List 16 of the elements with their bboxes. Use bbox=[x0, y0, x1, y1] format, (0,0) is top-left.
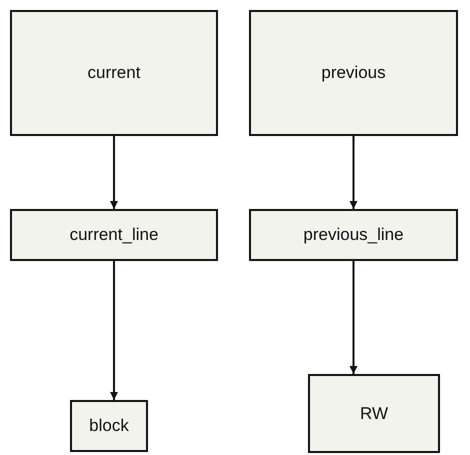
arrow bbox=[110, 136, 118, 209]
process-box bbox=[10, 10, 218, 136]
process-box bbox=[249, 209, 458, 261]
process-box bbox=[10, 209, 218, 261]
node-label: RW bbox=[360, 404, 388, 424]
arrow bbox=[110, 261, 118, 400]
process-box bbox=[308, 374, 440, 453]
node-label: current bbox=[88, 63, 140, 83]
node-label: current_line bbox=[70, 225, 158, 245]
process-box bbox=[249, 10, 458, 136]
node-label: block bbox=[89, 416, 129, 436]
node-label: previous_line bbox=[303, 225, 404, 245]
arrow bbox=[350, 261, 358, 374]
node-label: previous bbox=[321, 63, 386, 83]
process-box bbox=[70, 400, 148, 452]
arrow bbox=[350, 136, 358, 209]
